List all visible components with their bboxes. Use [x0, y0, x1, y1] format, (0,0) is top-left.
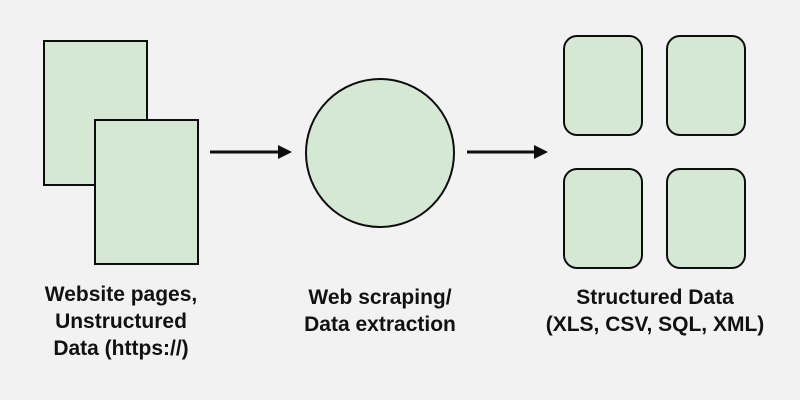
arrow-source-to-process-icon	[210, 145, 292, 159]
web-scraping-circle-shape	[305, 78, 455, 228]
source-label-line: Website pages,	[44, 283, 198, 306]
process-stage-label: Web scraping/ Data extraction	[280, 284, 480, 338]
process-label-line: Web scraping/	[308, 286, 452, 309]
source-label-line: Data (https://)	[53, 337, 189, 360]
website-page-shape-front	[94, 119, 199, 265]
source-label-line: Unstructured	[55, 310, 187, 333]
structured-data-card	[563, 35, 643, 136]
structured-data-card	[666, 168, 746, 269]
output-label-line: (XLS, CSV, SQL, XML)	[545, 313, 765, 336]
source-stage-label: Website pages, Unstructured Data (https:…	[11, 281, 231, 362]
structured-data-card	[666, 35, 746, 136]
structured-data-card	[563, 168, 643, 269]
output-label-line: Structured Data	[576, 286, 734, 309]
process-label-line: Data extraction	[304, 313, 456, 336]
output-stage-label: Structured Data (XLS, CSV, SQL, XML)	[532, 284, 778, 338]
arrow-process-to-output-icon	[467, 145, 548, 159]
